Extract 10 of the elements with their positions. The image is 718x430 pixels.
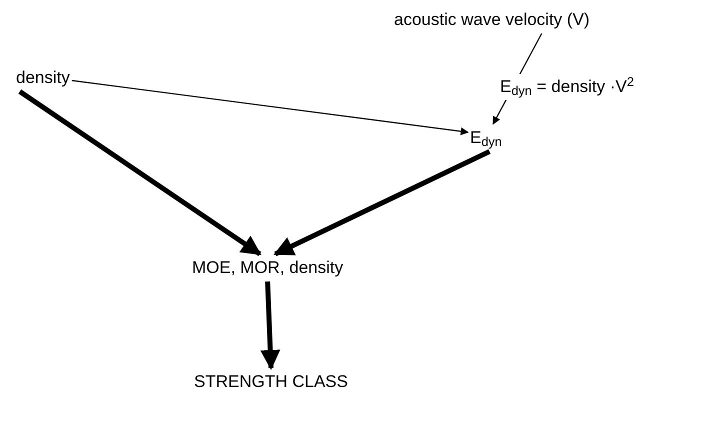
arrow — [274, 149, 491, 256]
arrow — [18, 89, 262, 256]
edge-label: E$_{dyn}$ = density ·V$^{2}$ — [498, 74, 636, 100]
node-label: density — [16, 67, 70, 89]
node-label: STRENGTH CLASS — [194, 371, 348, 393]
node-label: acoustic wave velocity (V) — [394, 9, 590, 31]
node-label: MOE, MOR, density — [192, 257, 344, 279]
node-label: E$_{dyn}$ — [470, 127, 502, 150]
arrow — [260, 281, 280, 370]
arrow — [72, 80, 469, 136]
